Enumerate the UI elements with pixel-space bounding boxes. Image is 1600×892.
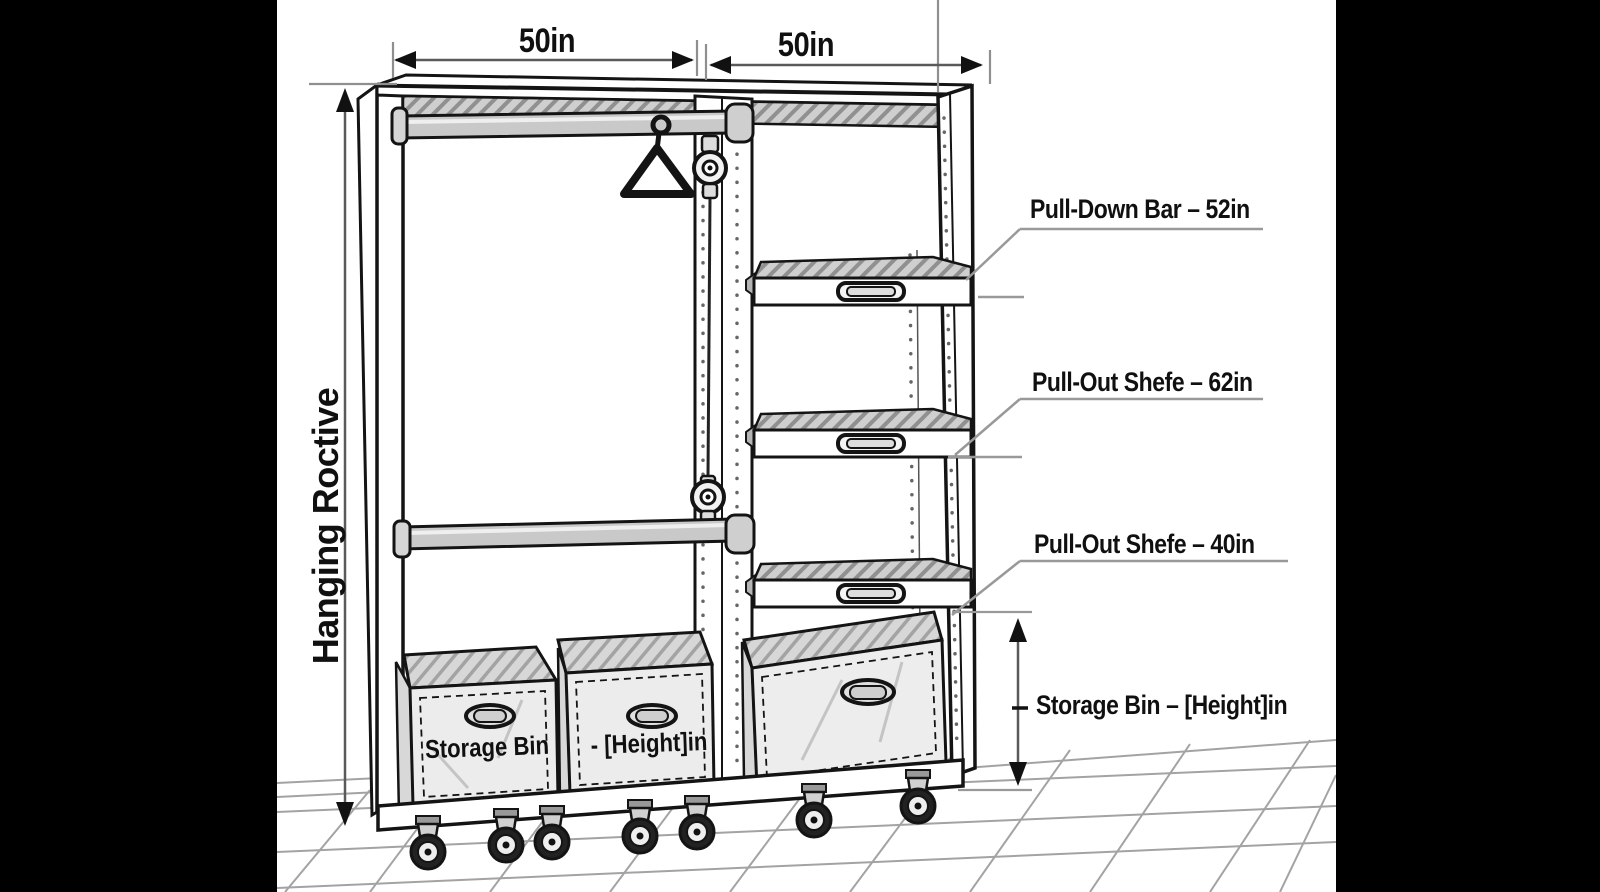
caster-wheel (487, 808, 525, 864)
storage-bin-left (394, 645, 560, 818)
caster-wheel (621, 799, 659, 855)
caster-wheel (795, 783, 833, 839)
caster-wheel (678, 795, 716, 851)
annotation-pull-down-bar: Pull-Down Bar – 52in (1030, 194, 1250, 224)
dimension-label-left-width: 50in (518, 22, 576, 60)
caster-wheel (409, 815, 447, 871)
hanging-rod-lower (392, 513, 756, 559)
annotation-storage-bin: Storage Bin – [Height]in (1036, 690, 1288, 720)
caster-wheels (409, 769, 937, 871)
pull-out-shelves (745, 255, 973, 609)
letterbox-right (1336, 0, 1600, 892)
pulley-lower (690, 474, 726, 527)
storage-bin-right (740, 610, 948, 791)
pull-down-bar-system (390, 102, 756, 559)
letterbox-left (0, 0, 277, 892)
storage-bin-middle (556, 630, 716, 803)
leader-lines (948, 227, 1288, 616)
pull-out-shelf-top (745, 255, 973, 307)
bin-label-storage: Storage Bin (424, 729, 550, 765)
caster-wheel (899, 769, 937, 825)
annotation-pull-out-shelf-upper: Pull-Out Shefe – 62in (1032, 367, 1253, 397)
dimension-arrow-top-left (394, 51, 694, 69)
dimension-label-right-width: 50in (777, 26, 835, 64)
dimension-arrow-top-right (709, 56, 983, 74)
dimension-arrow-height (336, 88, 354, 826)
shelf-pin-holes (701, 116, 959, 772)
hanging-rod-upper (390, 102, 755, 146)
clothes-hanger (620, 114, 695, 198)
caster-wheel (533, 805, 571, 861)
storage-bins (394, 610, 948, 818)
pull-out-shelf-bottom (745, 557, 973, 609)
pull-down-rope (706, 197, 712, 477)
annotation-pull-out-shelf-lower: Pull-Out Shefe – 40in (1034, 529, 1255, 559)
pulley-upper (692, 134, 728, 200)
pull-out-shelf-middle (745, 407, 973, 459)
bottom-rail (376, 758, 965, 832)
vertical-axis-label: Hanging Roctive (305, 387, 346, 665)
dimension-graphics (309, 0, 1288, 826)
dimension-arrow-bin-height (952, 610, 1032, 792)
